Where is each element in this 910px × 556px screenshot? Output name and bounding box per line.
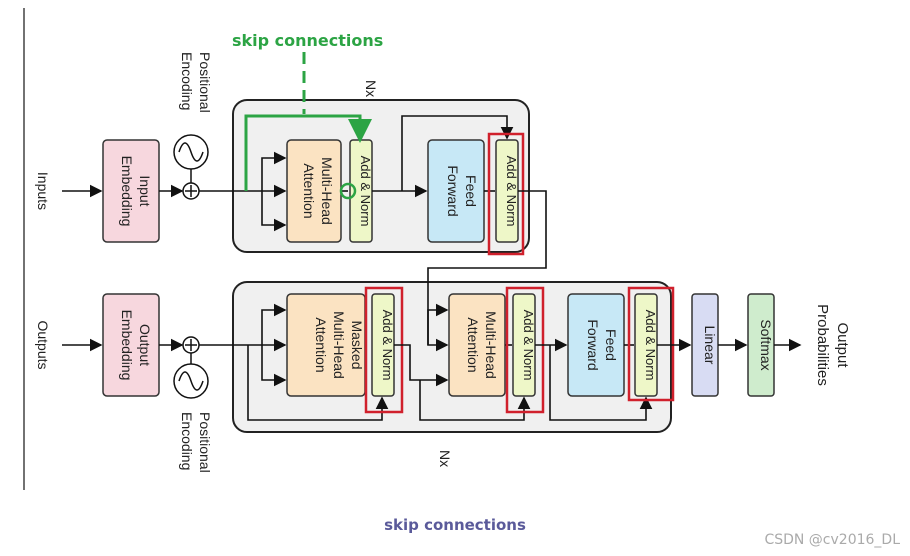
decoder-ff-line2: Forward bbox=[585, 319, 601, 370]
encoder-mha-line2: Attention bbox=[301, 163, 317, 218]
skip-add-circle-icon bbox=[339, 182, 357, 200]
masked-mha-line1: Masked bbox=[349, 320, 365, 369]
encoder-kv-branch bbox=[427, 303, 449, 345]
decoder-addnorm3-highlight bbox=[627, 286, 675, 402]
plus-bottom-icon bbox=[182, 336, 200, 354]
nx-bottom-label: Nx bbox=[437, 450, 453, 467]
encoder-residual-2 bbox=[401, 115, 514, 191]
encoder-branch-up bbox=[261, 151, 287, 191]
encoder-ff-line2: Forward bbox=[445, 165, 461, 216]
encoder-addnorm1-label: Add & Norm bbox=[358, 156, 373, 227]
encoder-addnorm2-label: Add & Norm bbox=[504, 156, 519, 227]
masked-mha-line2: Multi-Head bbox=[331, 311, 347, 379]
pos-enc-top-line2: Encoding bbox=[179, 52, 195, 110]
pos-enc-top-line1: Positional bbox=[197, 52, 213, 113]
decoder-residual-1 bbox=[247, 345, 389, 421]
caption: skip connections bbox=[384, 516, 526, 534]
output-embedding-line2: Embedding bbox=[119, 310, 135, 381]
skip-connections-top-label: skip connections bbox=[232, 31, 383, 50]
encoder-mha-line1: Multi-Head bbox=[319, 157, 335, 225]
decoder-residual-2 bbox=[419, 380, 531, 421]
inputs-label: Inputs bbox=[35, 172, 51, 210]
decoder-residual-3 bbox=[549, 345, 653, 421]
decoder-mha-line1: Multi-Head bbox=[483, 311, 499, 379]
encoder-branch-down bbox=[261, 191, 287, 232]
addnorm1-to-mha2 bbox=[394, 344, 449, 387]
decoder-addnorm3-label: Add & Norm bbox=[643, 310, 658, 381]
watermark: CSDN @cv2016_DL bbox=[764, 532, 900, 548]
decoder-addnorm1-highlight bbox=[364, 286, 404, 414]
positional-encoding-top-icon bbox=[173, 134, 209, 183]
pos-enc-bottom-line1: Positional bbox=[197, 412, 213, 473]
decoder-addnorm2-highlight bbox=[505, 286, 545, 414]
decoder-addnorm2-label: Add & Norm bbox=[521, 310, 536, 381]
pos-enc-bottom-line2: Encoding bbox=[179, 412, 195, 470]
nx-top-label: Nx bbox=[363, 80, 379, 97]
encoder-ff-line1: Feed bbox=[463, 175, 479, 207]
output-prob-line1: Output bbox=[834, 322, 851, 368]
linear-label: Linear bbox=[702, 326, 718, 365]
masked-mha-line3: Attention bbox=[313, 317, 329, 372]
outputs-label: Outputs bbox=[35, 320, 51, 369]
decoder-mha-line2: Attention bbox=[465, 317, 481, 372]
decoder-branch-up bbox=[261, 303, 287, 345]
skip-connection-path bbox=[244, 114, 372, 191]
input-embedding-line1: Input bbox=[137, 175, 153, 206]
output-embedding-line1: Output bbox=[137, 324, 153, 366]
output-prob-line2: Probabilities bbox=[814, 304, 831, 386]
decoder-ff-line1: Feed bbox=[603, 329, 619, 361]
input-embedding-line2: Embedding bbox=[119, 156, 135, 227]
decoder-branch-down bbox=[261, 345, 287, 387]
encoder-to-decoder-line bbox=[427, 190, 547, 352]
encoder-addnorm2-highlight bbox=[487, 132, 525, 256]
softmax-label: Softmax bbox=[758, 319, 774, 370]
plus-top-icon bbox=[182, 182, 200, 200]
decoder-addnorm1-label: Add & Norm bbox=[380, 310, 395, 381]
positional-encoding-bottom-icon bbox=[173, 353, 209, 399]
